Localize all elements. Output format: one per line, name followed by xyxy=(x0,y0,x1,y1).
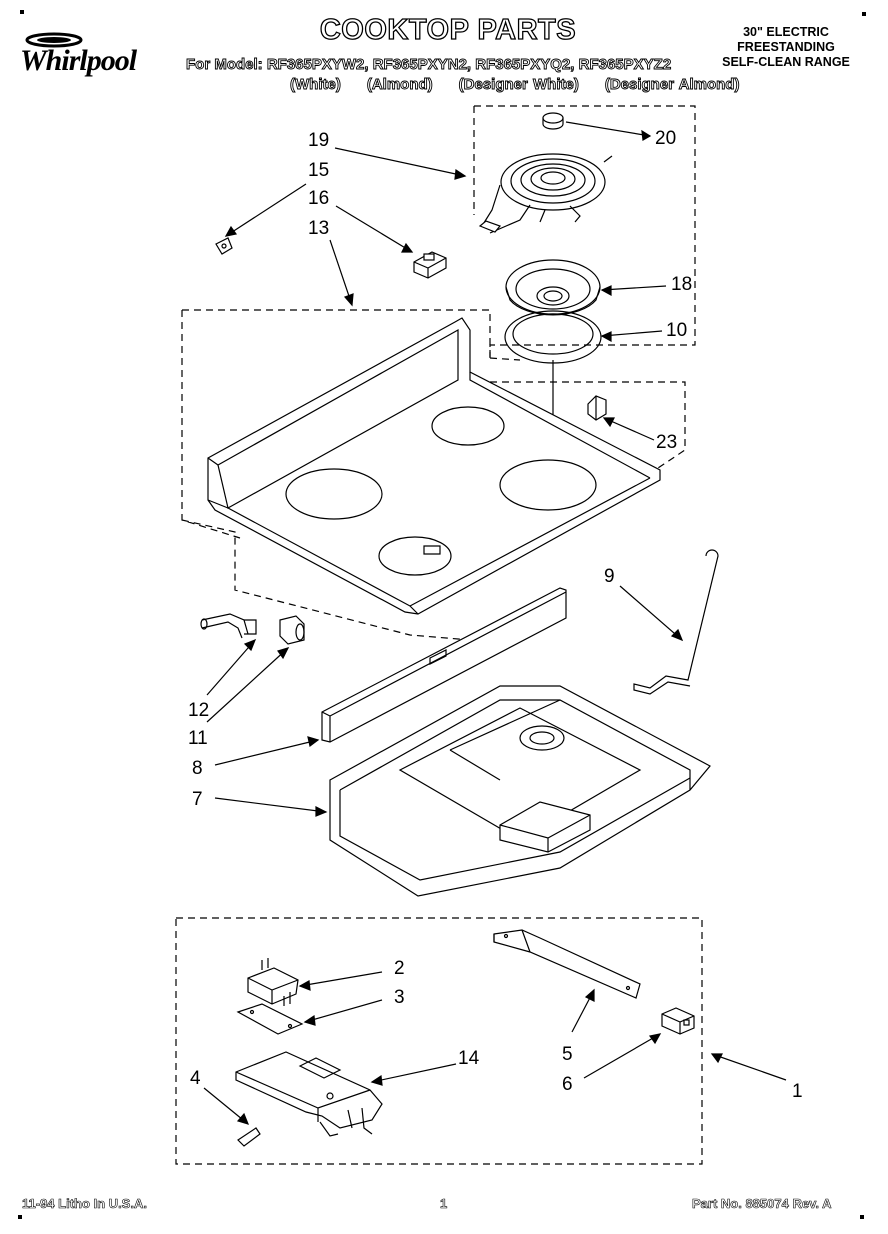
color-white: (White) xyxy=(290,76,342,94)
part-label-16: 16 xyxy=(308,188,330,209)
support-rod xyxy=(633,549,719,695)
part-label-13: 13 xyxy=(308,218,330,239)
whirlpool-logo: Whirlpool xyxy=(20,44,137,77)
part-label-18: 18 xyxy=(671,274,693,295)
corner-mark-top-left xyxy=(20,10,24,14)
mounting-strip xyxy=(493,929,641,999)
part-number: Part No. 885074 Rev. A xyxy=(692,1196,832,1212)
whirlpool-logo-swoosh xyxy=(25,32,83,48)
cooktop-dashed-box xyxy=(181,309,686,641)
part-label-2: 2 xyxy=(394,958,405,979)
shield xyxy=(237,1127,261,1147)
page-number: 1 xyxy=(440,1196,448,1212)
part-label-12: 12 xyxy=(188,700,210,721)
color-almond: (Almond) xyxy=(366,76,433,94)
surface-element xyxy=(478,153,613,234)
part-label-6: 6 xyxy=(562,1074,573,1095)
part-label-1: 1 xyxy=(792,1081,803,1102)
part-label-14: 14 xyxy=(458,1048,480,1069)
part-label-19: 19 xyxy=(308,130,330,151)
burner-box xyxy=(329,685,711,897)
page-title: COOKTOP PARTS xyxy=(319,13,577,46)
part-label-20: 20 xyxy=(655,128,677,149)
part-label-15: 15 xyxy=(308,160,330,181)
insulator xyxy=(236,1003,304,1035)
element-clip xyxy=(215,237,233,255)
terminal-block xyxy=(279,615,305,645)
corner-mark-bottom-right xyxy=(860,1215,864,1219)
control-dashed-box xyxy=(175,917,703,1165)
connector xyxy=(661,1007,695,1035)
element-knob xyxy=(542,112,564,130)
element-dashed-box xyxy=(473,105,696,358)
part-label-5: 5 xyxy=(562,1044,573,1065)
range-size: 30" ELECTRIC xyxy=(743,25,829,39)
range-clean: SELF-CLEAN RANGE xyxy=(722,55,850,69)
switch xyxy=(247,958,299,1006)
part-label-8: 8 xyxy=(192,758,203,779)
drip-bowl xyxy=(505,259,601,316)
control-bracket xyxy=(235,1051,383,1137)
print-info: 11-94 Litho In U.S.A. xyxy=(22,1196,148,1212)
part-label-23: 23 xyxy=(656,432,678,453)
cooktop-clip xyxy=(587,395,607,421)
color-list: (White) (Almond) (Designer White) (Designer… xyxy=(290,76,740,94)
part-label-3: 3 xyxy=(394,987,405,1008)
corner-mark-bottom-left xyxy=(18,1215,22,1219)
trim-ring xyxy=(504,310,602,364)
rear-support-panel xyxy=(321,587,567,743)
part-label-10: 10 xyxy=(666,320,688,341)
part-label-9: 9 xyxy=(604,566,615,587)
range-description: 30" ELECTRIC FREESTANDING SELF-CLEAN RAN… xyxy=(706,25,866,70)
part-label-11: 11 xyxy=(188,728,208,749)
color-designer-almond: (Designer Almond) xyxy=(604,76,740,94)
model-list: For Model: RF365PXYW2, RF365PXYN2, RF365… xyxy=(186,56,672,74)
lead-wire xyxy=(200,613,257,639)
range-type: FREESTANDING xyxy=(737,40,835,54)
element-receptacle xyxy=(413,251,447,279)
element-leader-dash xyxy=(489,357,521,361)
color-designer-white: (Designer White) xyxy=(458,76,579,94)
corner-mark-top-right xyxy=(862,12,866,16)
part-label-4: 4 xyxy=(190,1068,201,1089)
cooktop xyxy=(207,317,661,615)
part-label-7: 7 xyxy=(192,789,203,810)
